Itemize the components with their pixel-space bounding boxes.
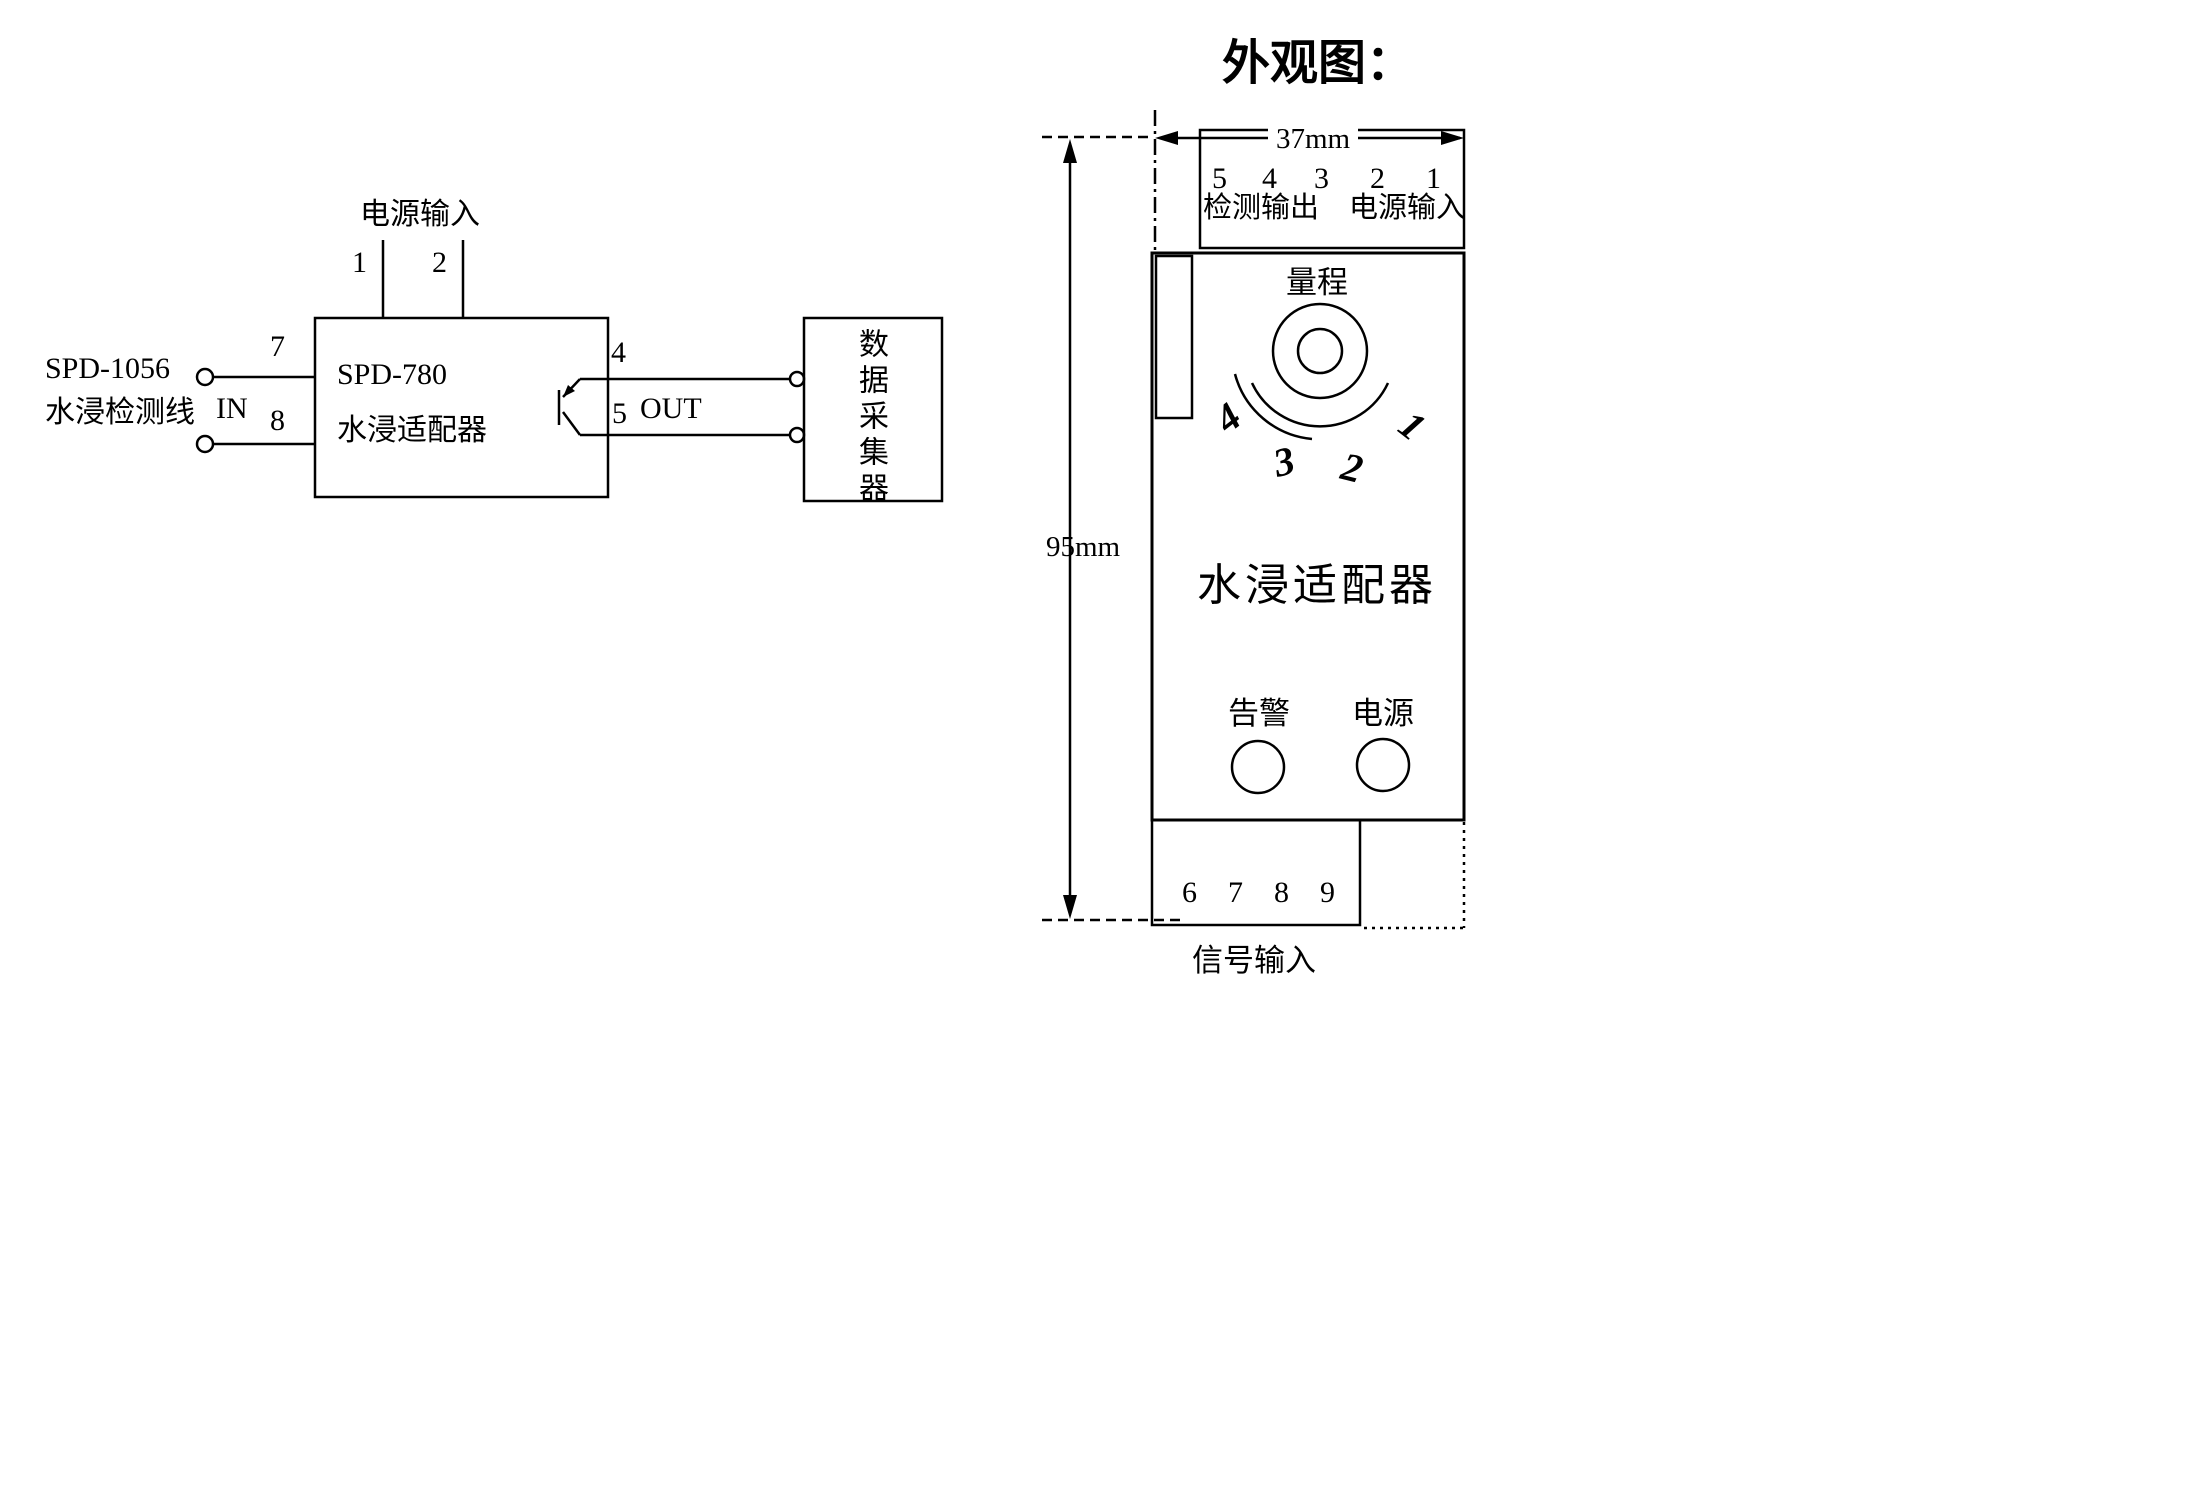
bottom-terminal-9: 9	[1320, 876, 1335, 909]
range-label: 量程	[1286, 265, 1348, 300]
sensor-model-label: SPD-1056	[45, 352, 171, 385]
top-terminal-3: 3	[1314, 162, 1329, 195]
out-label: OUT	[640, 392, 702, 425]
collector-terminal-5	[788, 426, 806, 444]
height-dimension-label: 95mm	[1046, 531, 1121, 563]
bottom-terminal-8: 8	[1274, 876, 1289, 909]
range-scale-arc	[1250, 382, 1390, 428]
appearance-title: 外观图：	[1222, 37, 1415, 90]
pin-8-label: 8	[270, 404, 285, 437]
height-dimension-arrow	[1063, 139, 1077, 919]
detect-output-label: 检测输出	[1203, 192, 1320, 224]
pin-1-label: 1	[352, 246, 367, 279]
sensor-name-label: 水浸检测线	[45, 396, 195, 429]
bottom-terminal-block	[1150, 818, 1362, 927]
adapter-name-label: 水浸适配器	[337, 414, 487, 447]
top-terminal-2: 2	[1370, 162, 1385, 195]
pin-4-label: 4	[611, 336, 626, 369]
pin-2-label: 2	[432, 246, 447, 279]
bottom-terminal-7: 7	[1228, 876, 1243, 909]
adapter-model-label: SPD-780	[337, 358, 448, 391]
top-terminal-5: 5	[1212, 162, 1227, 195]
range-knob-outer[interactable]	[1271, 302, 1369, 400]
input-terminal-7	[195, 367, 215, 387]
power-led	[1355, 737, 1411, 793]
power-input-label: 电源输入	[360, 198, 480, 231]
transistor-icon	[557, 378, 582, 436]
in-label: IN	[216, 392, 248, 425]
alarm-led	[1230, 739, 1286, 795]
collector-name-label: 数据采集器	[854, 328, 887, 508]
top-terminal-4: 4	[1262, 162, 1277, 195]
rail-clip	[1154, 254, 1194, 420]
input-terminal-8	[195, 434, 215, 454]
device-body	[1150, 251, 1466, 822]
range-knob-inner[interactable]	[1296, 327, 1344, 375]
pin-5-label: 5	[612, 397, 627, 430]
device-name-label: 水浸适配器	[1197, 561, 1437, 610]
collector-box	[802, 316, 944, 503]
range-scale-arc-2	[1233, 373, 1313, 441]
width-dimension-label: 37mm	[1268, 123, 1359, 156]
power-led-label: 电源	[1352, 696, 1414, 731]
power-input-panel-label: 电源输入	[1349, 192, 1466, 224]
bottom-terminal-6: 6	[1182, 876, 1197, 909]
signal-input-label: 信号输入	[1192, 943, 1316, 978]
pin-7-label: 7	[270, 330, 285, 363]
top-terminal-1: 1	[1426, 162, 1441, 195]
collector-terminal-4	[788, 370, 806, 388]
alarm-label: 告警	[1228, 696, 1290, 731]
adapter-box	[313, 316, 610, 499]
